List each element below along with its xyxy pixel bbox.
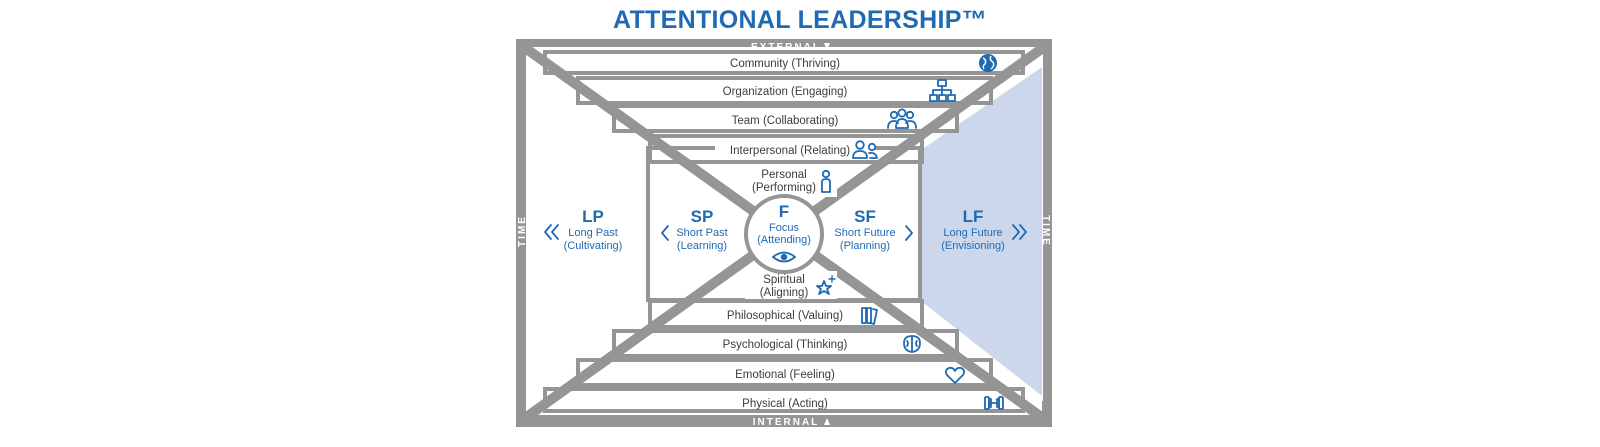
two-people-icon [852, 140, 878, 159]
sparkle-star-icon [816, 275, 836, 295]
lf-abbr: LF [963, 207, 984, 226]
dumbbell-icon [984, 396, 1004, 410]
lf-line1: Long Future [943, 227, 1002, 239]
level-interpersonal-label: Interpersonal (Relating) [730, 145, 850, 157]
level-community-label: Community (Thriving) [730, 58, 840, 70]
focus-abbr: F [779, 202, 789, 221]
lp-abbr: LP [582, 207, 604, 226]
level-emotional-label: Emotional (Feeling) [735, 369, 835, 381]
arrow-up-icon [824, 418, 830, 425]
org-chart-icon [929, 79, 956, 102]
spiritual-line1: Spiritual [763, 274, 805, 286]
lp-line2: (Cultivating) [564, 240, 623, 252]
level-team-label: Team (Collaborating) [732, 115, 839, 127]
personal-line2: (Performing) [752, 182, 816, 194]
focus-line2: (Attending) [757, 234, 811, 246]
long-future-region [921, 67, 1042, 396]
lf-line2: (Envisioning) [941, 240, 1005, 252]
level-organization-label: Organization (Engaging) [723, 86, 848, 98]
level-physical-label: Physical (Acting) [742, 398, 828, 410]
sp-line1: Short Past [676, 227, 727, 239]
lp-line1: Long Past [568, 227, 618, 239]
sp-line2: (Learning) [677, 240, 727, 252]
level-psychological-label: Psychological (Thinking) [723, 339, 848, 351]
focus-line1: Focus [769, 222, 799, 234]
sf-line2: (Planning) [840, 240, 890, 252]
eye-icon [772, 251, 796, 263]
team-icon [887, 108, 917, 129]
brain-icon [903, 335, 921, 353]
sf-abbr: SF [854, 207, 876, 226]
level-philosophical-label: Philosophical (Valuing) [727, 310, 843, 322]
axis-external-label: EXTERNAL [751, 42, 821, 53]
band-label-backgrounds [700, 55, 875, 409]
books-icon [861, 307, 878, 325]
diagram-title: ATTENTIONAL LEADERSHIP™ [612, 6, 988, 34]
axis-time-left-label: TIME [517, 215, 528, 247]
chevron-left-icon [661, 225, 669, 241]
arrow-down-icon [824, 43, 830, 50]
focus-circle [744, 194, 824, 274]
double-chevron-left-icon [544, 224, 559, 240]
double-chevron-right-icon [1012, 224, 1027, 240]
person-icon [821, 169, 831, 193]
personal-line1: Personal [761, 169, 806, 181]
axis-internal-label: INTERNAL [753, 417, 820, 428]
spiritual-line2: (Aligning) [760, 287, 809, 299]
chevron-right-icon [905, 225, 913, 241]
heart-icon [944, 366, 966, 384]
axis-time-right-label: TIME [1040, 215, 1051, 247]
sf-line1: Short Future [834, 227, 895, 239]
globe-icon [979, 54, 997, 72]
sp-abbr: SP [691, 207, 714, 226]
